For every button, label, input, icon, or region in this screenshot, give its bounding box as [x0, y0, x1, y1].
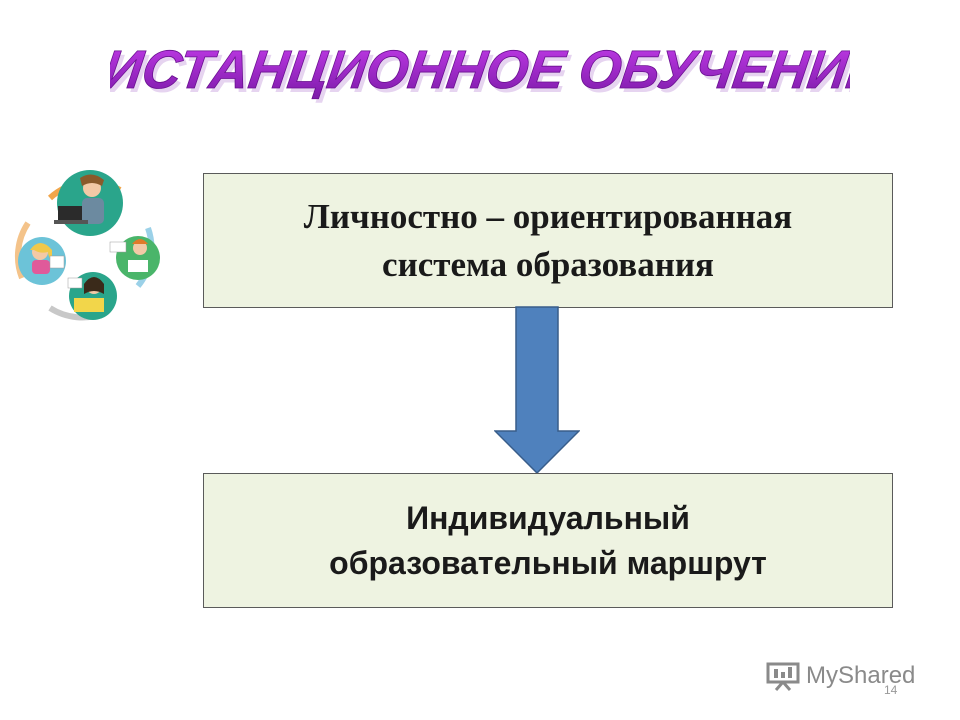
title-text: ДИСТАНЦИОННОЕ ОБУЧЕНИЕ: [110, 40, 850, 100]
individual-route-box: Индивидуальный образовательный маршрут: [203, 473, 893, 608]
slide-title-graphic: ДИСТАНЦИОННОЕ ОБУЧЕНИЕ ДИСТАНЦИОННОЕ ОБУ…: [110, 40, 850, 104]
distance-learning-people-cycle-icon: [10, 168, 160, 323]
page-number: 14: [884, 683, 898, 697]
presentation-board-icon: [766, 662, 800, 691]
bottom-box-line-2: образовательный маршрут: [329, 544, 767, 581]
personality-oriented-system-box: Личностно – ориентированная система обра…: [203, 173, 893, 308]
bottom-box-line-1: Индивидуальный: [406, 500, 690, 537]
title-shadow: ДИСТАНЦИОННОЕ ОБУЧЕНИЕ: [110, 44, 850, 104]
down-arrow-icon: [494, 306, 580, 474]
myshared-watermark: MyShared: [766, 656, 926, 696]
top-box-line-2: система образования: [382, 244, 714, 284]
top-box-line-1: Личностно – ориентированная: [303, 197, 793, 237]
watermark-text: MyShared: [806, 662, 916, 689]
slide-title: ДИСТАНЦИОННОЕ ОБУЧЕНИЕ ДИСТАНЦИОННОЕ ОБУ…: [110, 40, 850, 110]
